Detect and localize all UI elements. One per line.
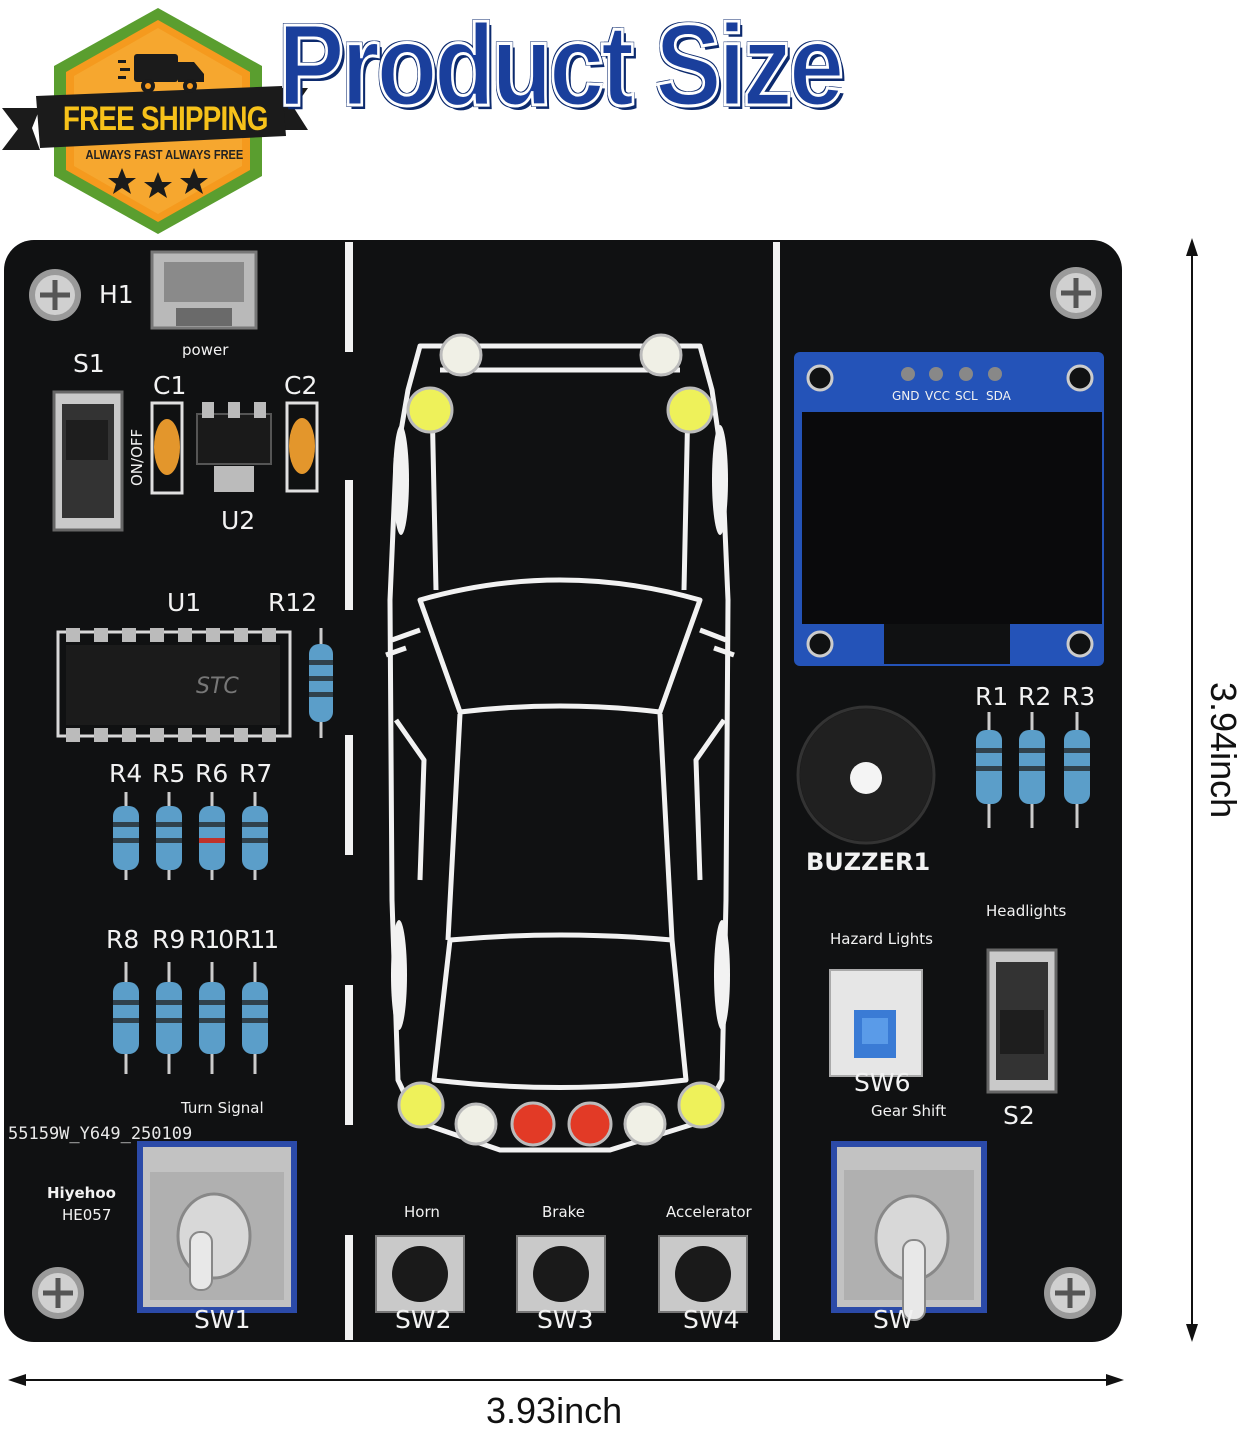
label-sw5: SW <box>873 1305 914 1334</box>
page-title: Product Size <box>277 0 846 130</box>
label-r11: R11 <box>234 925 279 954</box>
chip-marking: STC <box>196 674 239 699</box>
label-power: power <box>182 341 229 359</box>
label-r7: R7 <box>239 759 273 788</box>
label-turn-signal: Turn Signal <box>181 1099 264 1117</box>
label-headlights: Headlights <box>986 902 1067 920</box>
label-sw1: SW1 <box>194 1305 251 1334</box>
label-u1: U1 <box>167 588 202 617</box>
width-dimension: 3.93inch <box>486 1390 623 1431</box>
label-r2: R2 <box>1018 682 1052 711</box>
oled-pin-vcc: VCC <box>925 389 950 403</box>
led-icon <box>397 333 725 1147</box>
label-r4: R4 <box>109 759 143 788</box>
label-horn: Horn <box>404 1203 440 1221</box>
height-dimension: 3.94inch <box>1203 682 1244 819</box>
serial-number: 55159W_Y649_250109 <box>8 1124 193 1144</box>
truck-icon <box>118 54 204 93</box>
label-sw3: SW3 <box>537 1305 594 1334</box>
screw-icon <box>29 267 1102 1319</box>
label-onoff: ON/OFF <box>128 428 146 486</box>
label-hazard: Hazard Lights <box>830 930 933 948</box>
label-r12: R12 <box>268 588 318 617</box>
label-brake: Brake <box>542 1203 586 1221</box>
label-c1: C1 <box>153 371 187 400</box>
label-sw2: SW2 <box>395 1305 452 1334</box>
brand-logo: Hiyehoo <box>47 1184 116 1202</box>
label-r5: R5 <box>152 759 186 788</box>
label-c2: C2 <box>284 371 318 400</box>
oled-pin-sda: SDA <box>986 389 1011 403</box>
label-accelerator: Accelerator <box>666 1203 752 1221</box>
label-gear-shift: Gear Shift <box>871 1102 947 1120</box>
label-r3: R3 <box>1062 682 1096 711</box>
badge-tagline: ALWAYS FAST ALWAYS FREE <box>85 147 244 162</box>
label-r9: R9 <box>152 925 186 954</box>
label-sw4: SW4 <box>683 1305 740 1334</box>
label-r8: R8 <box>106 925 140 954</box>
label-r6: R6 <box>195 759 229 788</box>
label-r1: R1 <box>975 682 1009 711</box>
label-u2: U2 <box>221 506 256 535</box>
oled-pin-gnd: GND <box>892 389 920 403</box>
label-s2: S2 <box>1003 1101 1035 1130</box>
label-s1: S1 <box>73 349 105 378</box>
label-h1: H1 <box>99 280 134 309</box>
label-buzzer: BUZZER1 <box>806 848 931 876</box>
model-number: HE057 <box>62 1206 112 1224</box>
label-r10: R10 <box>189 925 234 954</box>
label-sw6: SW6 <box>854 1068 911 1097</box>
oled-pin-scl: SCL <box>955 389 978 403</box>
badge-headline: FREE SHIPPING <box>62 100 268 138</box>
